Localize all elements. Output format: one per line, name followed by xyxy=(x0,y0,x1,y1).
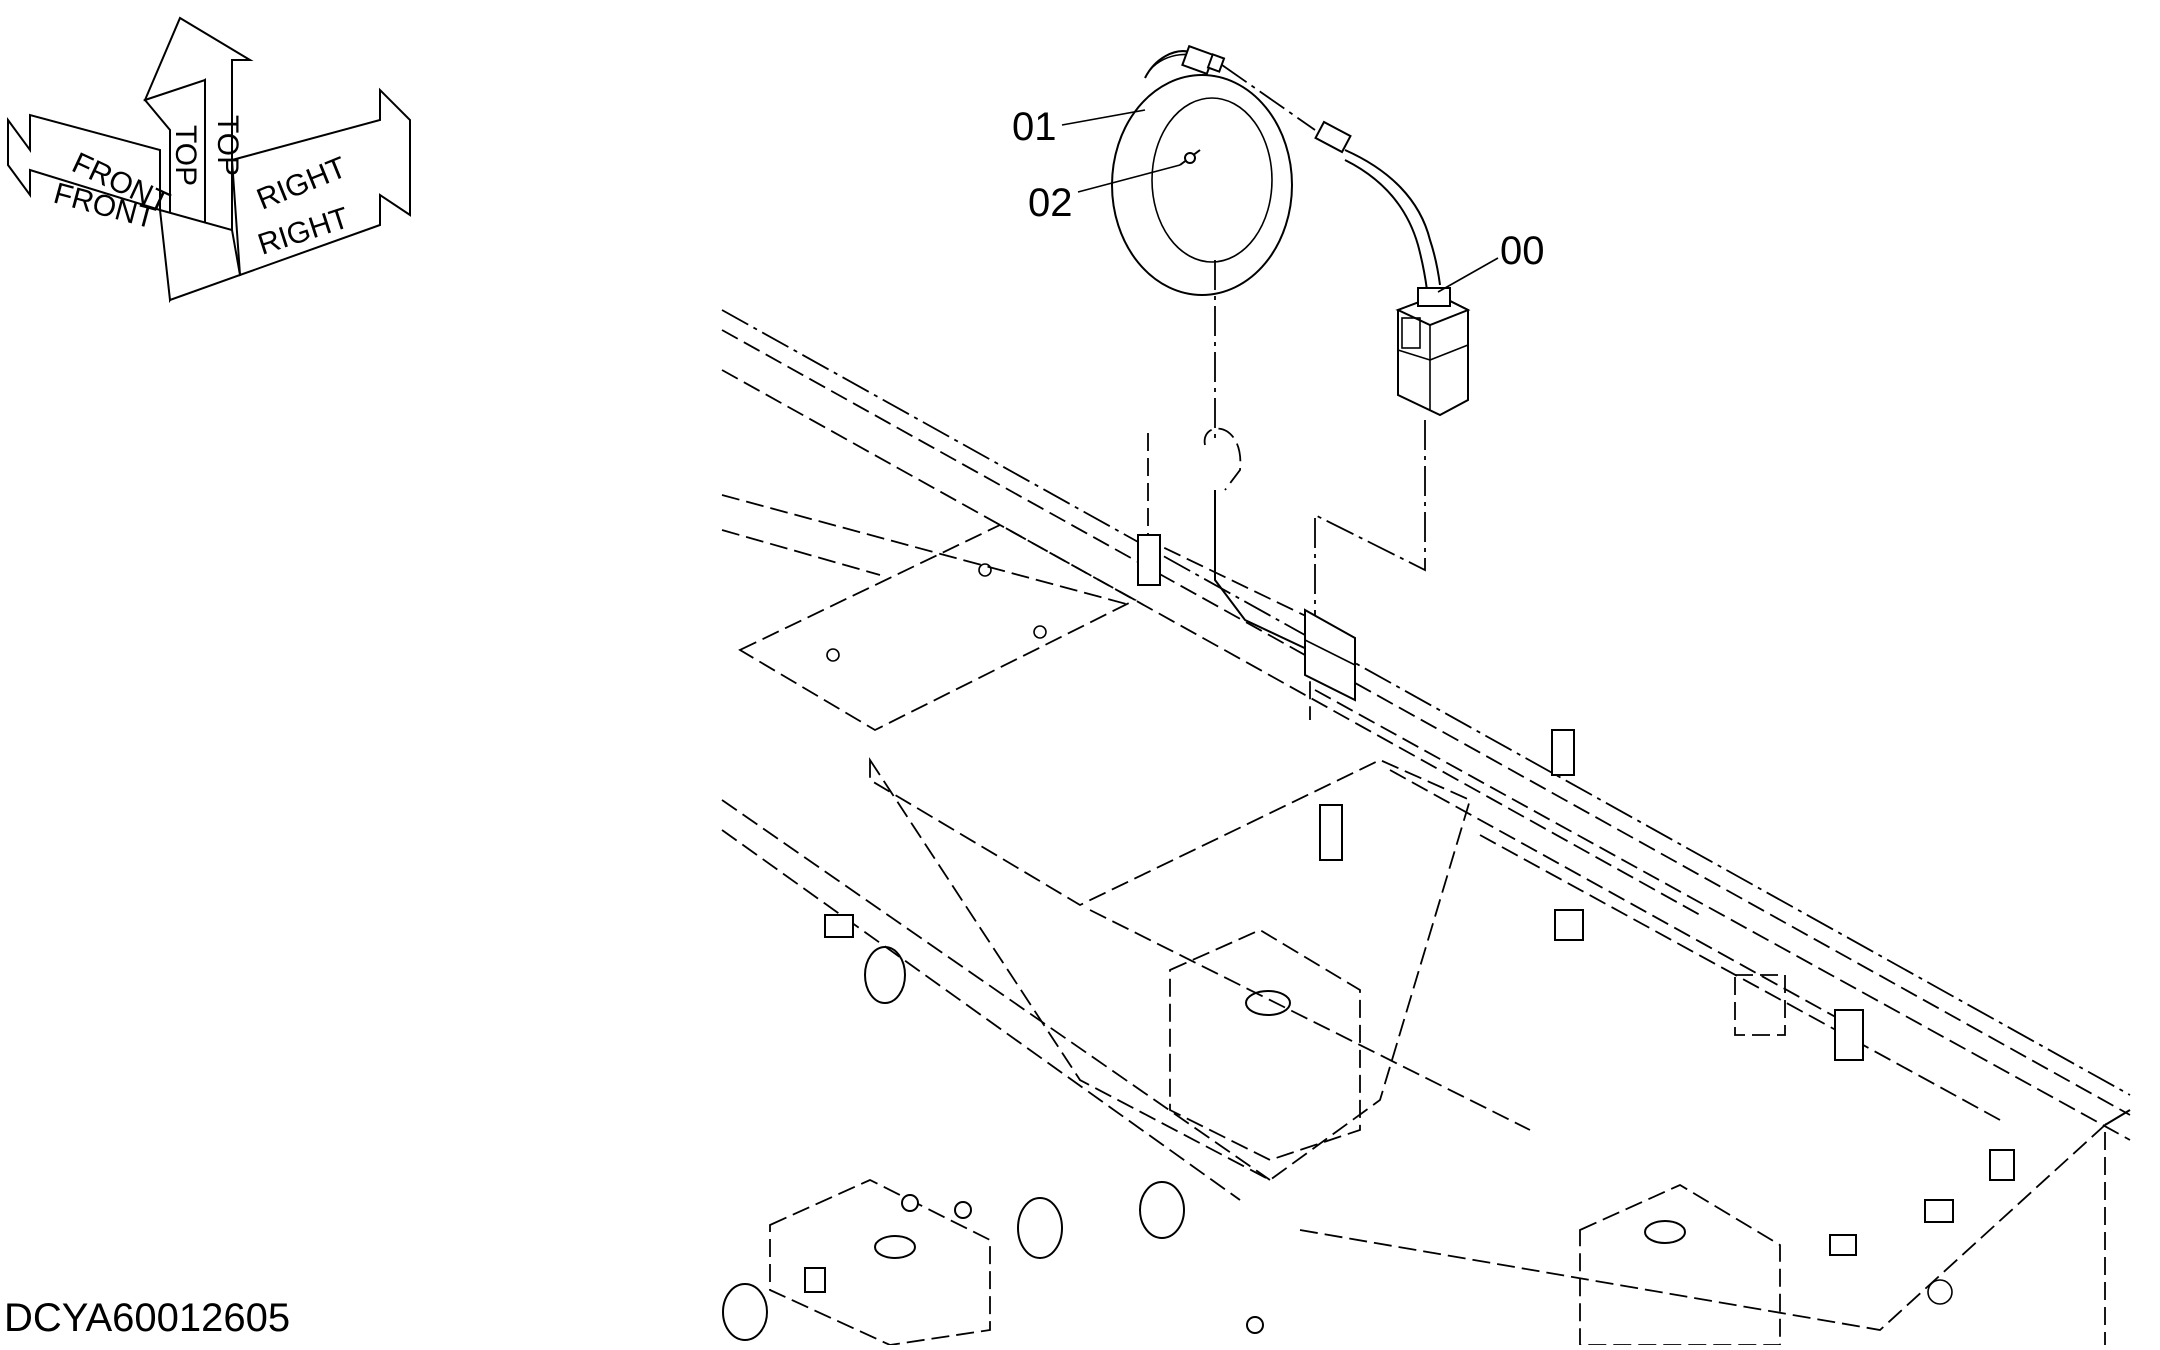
cable-upper-edge xyxy=(1344,149,1441,286)
clip-2 xyxy=(1319,804,1343,861)
cable-connector xyxy=(1314,120,1352,154)
side-member-2 xyxy=(721,829,1241,1201)
frame-hole-2 xyxy=(1017,1197,1063,1259)
plate-hole-3 xyxy=(826,648,840,662)
clip-9 xyxy=(1989,1149,2015,1181)
ring-coil-part-01 xyxy=(1111,44,1293,296)
callout-02: 02 xyxy=(1028,181,1073,225)
callout-01: 01 xyxy=(1012,105,1057,149)
boss-block-center xyxy=(1169,928,1361,1161)
bracket-ring-cutout xyxy=(1203,427,1242,491)
clip-4 xyxy=(1554,909,1584,941)
leader-02 xyxy=(1077,164,1181,193)
top-label-left: TOP xyxy=(169,125,202,186)
clip-6 xyxy=(1734,974,1786,1036)
ring-outer xyxy=(1111,74,1293,296)
nut-2 xyxy=(954,1201,972,1219)
module-groove-2 xyxy=(1429,344,1469,361)
cable-module-part-00 xyxy=(1221,64,1471,417)
orientation-arrows-icon: FRONT FRONT TOP TOP RIGHT RIGHT xyxy=(7,16,411,304)
boss-hole-center xyxy=(1245,990,1291,1016)
ring-connector-tip xyxy=(1206,53,1226,73)
clip-line xyxy=(1304,639,1356,666)
cable-dash-link xyxy=(1221,64,1316,131)
callout-00: 00 xyxy=(1500,229,1545,273)
machine-frame-phantom xyxy=(721,309,2131,1346)
leader-01 xyxy=(1061,109,1146,126)
module-mount-line xyxy=(1314,420,1426,620)
clip-11 xyxy=(804,1267,826,1293)
arrow-corner-block xyxy=(158,208,242,302)
screw-part-02 xyxy=(1179,149,1201,166)
boss-hole-left xyxy=(874,1235,916,1259)
callouts: 01 02 00 xyxy=(1012,105,1545,293)
clip-5 xyxy=(1834,1009,1864,1061)
rail-mid-2 xyxy=(721,529,881,576)
side-member-1 xyxy=(721,799,1271,1181)
frame-hole-3 xyxy=(1139,1181,1185,1239)
module-cable-boot xyxy=(1417,287,1451,307)
right-arrow-shape xyxy=(230,87,411,277)
mount-clip xyxy=(1304,608,1356,702)
ring-connector-plug xyxy=(1181,44,1215,76)
bracket-outline xyxy=(1147,433,1311,720)
rail-right-1 xyxy=(1314,689,2131,1141)
rail-top-1 xyxy=(721,309,2131,1096)
end-plate-cap xyxy=(2104,1109,2131,1126)
boss-hole-right xyxy=(1644,1220,1686,1244)
end-plate xyxy=(1299,1122,2106,1345)
clip-7 xyxy=(1924,1199,1954,1223)
top-label-right: TOP xyxy=(211,115,244,176)
rail-top-2 xyxy=(721,329,2131,1116)
side-member-3 xyxy=(1089,909,1531,1131)
boss-block-right xyxy=(1579,1183,1781,1346)
boss-block-left xyxy=(769,1179,991,1346)
clip-1 xyxy=(1551,729,1575,776)
leader-00 xyxy=(1437,257,1499,293)
clip-3 xyxy=(1137,534,1161,586)
module-groove-1 xyxy=(1397,349,1431,361)
ring-inner xyxy=(1151,97,1273,263)
nut-1 xyxy=(901,1194,919,1212)
module-face-slot xyxy=(1401,317,1421,349)
frame-hole-5 xyxy=(1927,1279,1953,1305)
left-plate xyxy=(738,523,1137,732)
assembly-lines xyxy=(1214,260,1426,620)
rail-mid-1 xyxy=(721,494,1131,606)
plate-hole-2 xyxy=(1033,625,1047,639)
nut-3 xyxy=(1246,1316,1264,1334)
clip-10 xyxy=(824,914,854,938)
rail-right-2 xyxy=(1389,769,1851,1026)
plate-hole-1 xyxy=(978,563,992,577)
bracket-arm xyxy=(1214,490,1331,661)
cable-lower-edge xyxy=(1344,159,1428,291)
crossbeam xyxy=(869,756,1472,1182)
frame-hole-4 xyxy=(722,1283,768,1341)
drawing-code-label: DCYA60012605 xyxy=(4,1296,291,1340)
screw-head xyxy=(1184,152,1196,164)
clip-8 xyxy=(1829,1234,1857,1256)
rail-top-3 xyxy=(721,369,1701,916)
frame-hole-1 xyxy=(864,946,906,1004)
ring-lead-wire-2 xyxy=(1144,50,1191,79)
